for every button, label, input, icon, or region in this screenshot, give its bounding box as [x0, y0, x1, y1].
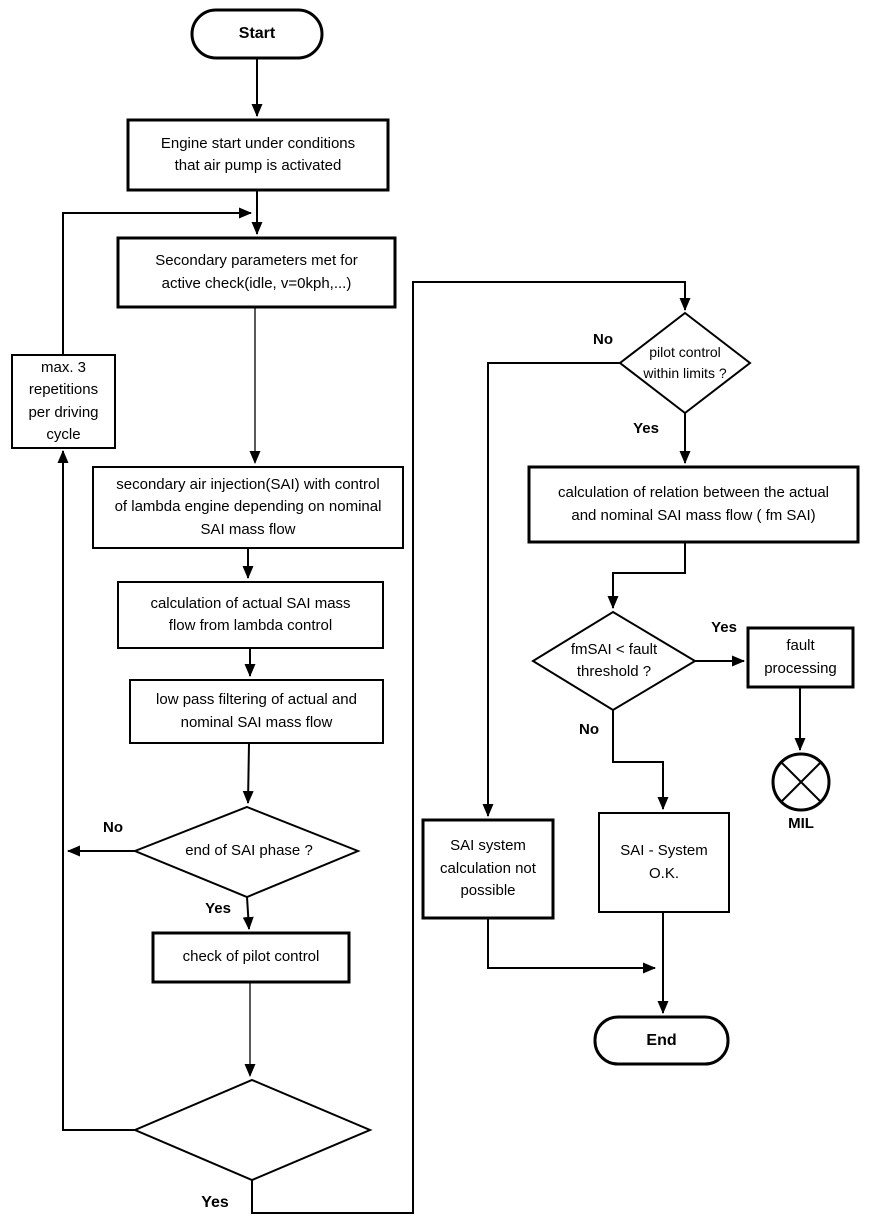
edge-calcrelation-to-fmsai: [607, 542, 686, 609]
end-sai-diamond-shape: [132, 805, 361, 899]
mil-lamp-cross-line2: [780, 761, 822, 803]
max-repetitions-box-shape: [11, 354, 116, 449]
edge-bottomdiamond-to-max3: [57, 450, 135, 1131]
end-terminator-shape: [593, 1015, 730, 1066]
shapes: [11, 8, 860, 1182]
edge-max3-to-mainline: [62, 207, 252, 356]
sai-injection-box-shape: [92, 466, 404, 549]
bottom-diamond-shape: [132, 1078, 373, 1182]
edge-pilot-no-to-notpossible: [482, 362, 620, 817]
secondary-params-box-shape: [116, 236, 397, 309]
engine-start-box-shape: [126, 118, 390, 192]
edge-bottomdiamond-yes-to-pilotdiamond: [251, 281, 691, 1214]
check-pilot-box-shape: [151, 931, 351, 984]
sai-calc-not-possible-box-shape: [421, 818, 555, 920]
edge-fmsai-no-to-saiok: [612, 710, 669, 810]
pilot-limits-diamond-shape: [618, 311, 752, 415]
edge-endsai-yes-to-checkpilot: [242, 896, 254, 930]
edge-notpossible-to-endline: [487, 918, 656, 974]
edges: [57, 58, 806, 1214]
start-terminator-shape: [190, 8, 324, 60]
calc-actual-box-shape: [117, 581, 384, 649]
fault-processing-box-shape: [746, 626, 855, 689]
sai-ok-box-shape: [598, 812, 730, 913]
edge-lowpass-to-endsai: [242, 742, 254, 804]
low-pass-box-shape: [129, 679, 384, 744]
calc-relation-box-shape: [527, 465, 860, 544]
fmsai-diamond-shape: [531, 610, 697, 712]
